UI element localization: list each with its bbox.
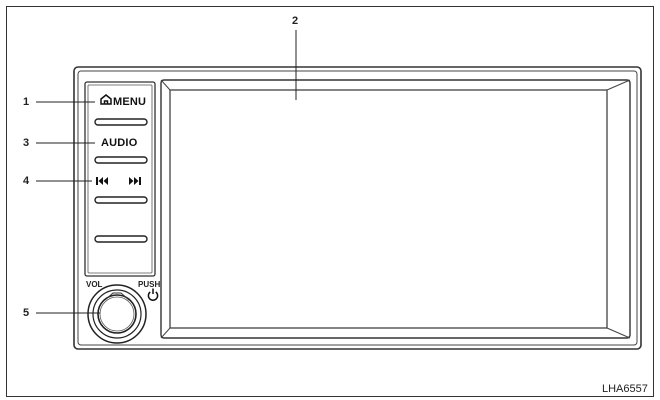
skip-forward-icon [129,177,141,185]
push-label: PUSH [138,280,161,289]
screen-bevel-br [606,327,631,339]
bezel-outer [73,66,642,350]
audio-button-label: AUDIO [101,137,138,149]
callout-2: 2 [292,15,299,27]
screen-bevel-tl [160,79,171,91]
figure-id: LHA6557 [602,383,648,395]
bezel-inner [77,70,638,346]
home-icon [100,94,112,105]
button-panel [84,81,156,277]
screen [169,89,608,329]
screen-housing [160,79,631,339]
audio-button[interactable] [94,156,148,164]
screen-bevel-bl [160,327,171,339]
menu-button[interactable] [94,118,148,126]
power-icon [147,288,159,301]
figure-border [6,6,654,397]
skip-back-icon [96,177,108,185]
callout-5: 5 [23,307,30,319]
callout-4: 4 [23,175,30,187]
menu-button-label: MENU [113,96,147,108]
seek-button[interactable] [94,196,148,204]
blank-button[interactable] [94,235,148,243]
button-panel-inner [87,84,153,274]
volume-knob[interactable] [87,284,147,344]
callout-1: 1 [23,96,30,108]
callout-3: 3 [23,137,30,149]
vol-label: VOL [86,280,103,289]
screen-bevel-tr [606,79,631,91]
